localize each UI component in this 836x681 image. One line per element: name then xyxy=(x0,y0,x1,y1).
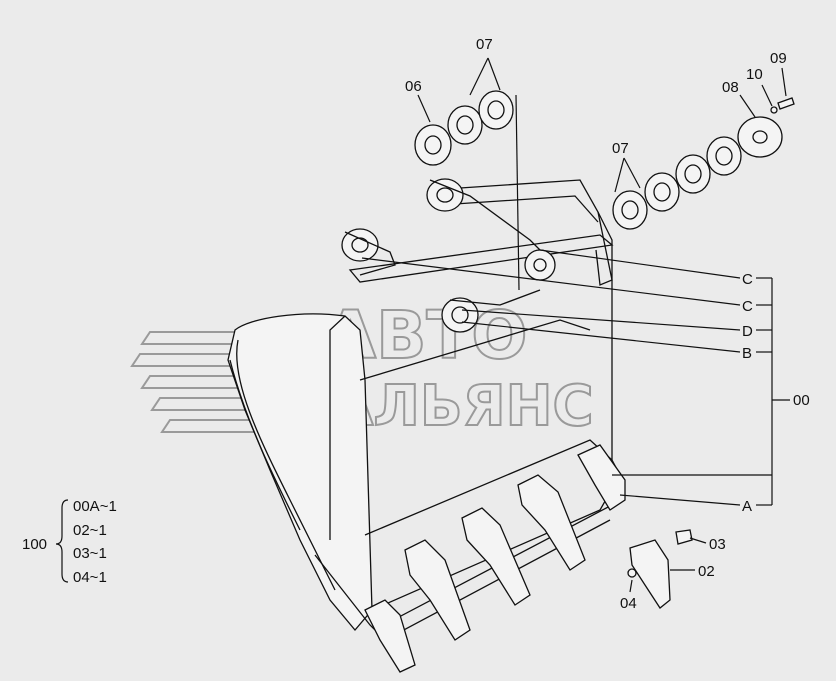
plate-08-icon xyxy=(737,116,783,158)
mounting-bosses xyxy=(341,178,556,333)
callout-00: 00 xyxy=(793,392,810,409)
callout-c-upper: C xyxy=(742,271,753,288)
callout-06: 06 xyxy=(405,78,422,95)
callout-02: 02 xyxy=(698,563,715,580)
assembly-list: 100 00A~1 02~1 03~1 04~1 xyxy=(22,498,117,586)
shim-07c-icon xyxy=(612,190,648,230)
callout-d: D xyxy=(742,323,753,340)
callout-07-mid: 07 xyxy=(612,140,629,157)
leader-lines xyxy=(361,57,790,593)
bucket-teeth xyxy=(364,444,626,673)
assembly-item-1: 00A~1 xyxy=(73,498,117,515)
tooth-2 xyxy=(404,539,471,641)
callout-c-lower: C xyxy=(742,298,753,315)
callout-09: 09 xyxy=(770,50,787,67)
tooth-3 xyxy=(461,507,531,606)
assembly-number: 100 xyxy=(22,536,47,553)
shim-07b-icon xyxy=(478,90,514,130)
pin-icon xyxy=(675,529,693,545)
tooth-5 xyxy=(577,444,626,511)
assembly-item-2: 02~1 xyxy=(73,522,107,539)
callout-10: 10 xyxy=(746,66,763,83)
assembly-brace xyxy=(55,499,69,583)
bolt-09-icon xyxy=(777,97,795,110)
bucket-body xyxy=(227,179,621,641)
callout-04: 04 xyxy=(620,595,637,612)
watermark-line2: АЛЬЯНС xyxy=(330,374,594,439)
callout-a: A xyxy=(742,498,752,515)
callout-labels: 07 06 08 10 09 07 C C D B 00 A 03 02 04 xyxy=(405,36,810,612)
shims-and-washers xyxy=(414,90,795,230)
callout-03: 03 xyxy=(709,536,726,553)
tooth-point-icon xyxy=(629,539,671,609)
callout-08: 08 xyxy=(722,79,739,96)
assembly-item-3: 03~1 xyxy=(73,545,107,562)
callout-07-top: 07 xyxy=(476,36,493,53)
washer-10-icon xyxy=(770,106,778,114)
assembly-item-4: 04~1 xyxy=(73,569,107,586)
washer-06-icon xyxy=(414,124,452,166)
retainer-icon xyxy=(627,568,637,578)
shim-07a-icon xyxy=(447,105,483,145)
callout-b: B xyxy=(742,345,752,362)
exploded-tooth-group xyxy=(627,529,693,609)
tooth-1 xyxy=(364,599,416,673)
tooth-4 xyxy=(517,474,586,571)
